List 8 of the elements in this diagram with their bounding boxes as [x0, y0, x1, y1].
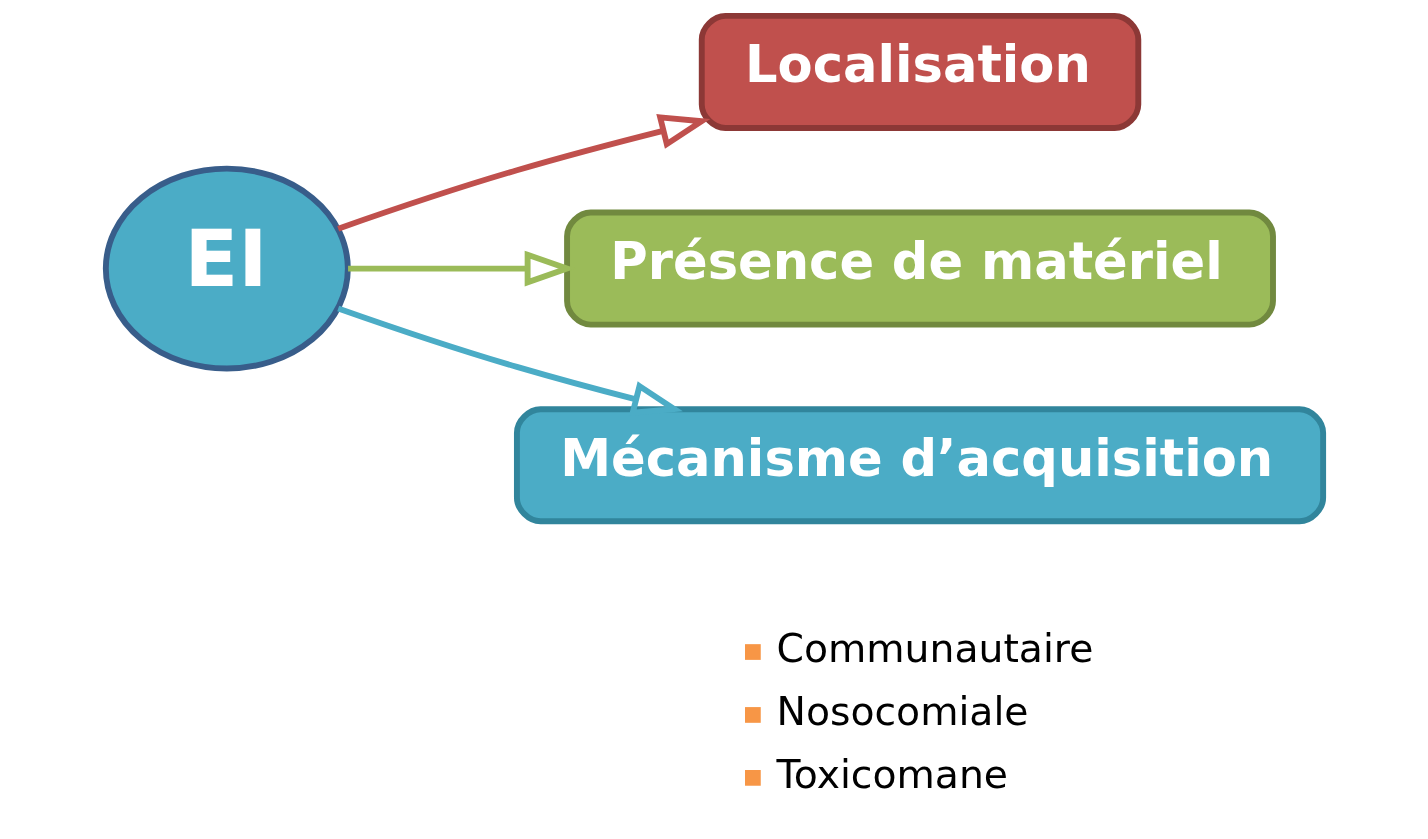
- node-box: Mécanisme d’acquisition: [513, 406, 1326, 525]
- node-box: Présence de matériel: [563, 209, 1276, 328]
- node-label: Toxicomane: [775, 751, 1008, 797]
- arrow: [336, 114, 710, 232]
- node-label: Communautaire: [775, 625, 1093, 671]
- node-ellipse: EI: [102, 165, 351, 372]
- node-label: Nosocomiale: [775, 688, 1029, 734]
- node-box: Localisation: [698, 12, 1141, 131]
